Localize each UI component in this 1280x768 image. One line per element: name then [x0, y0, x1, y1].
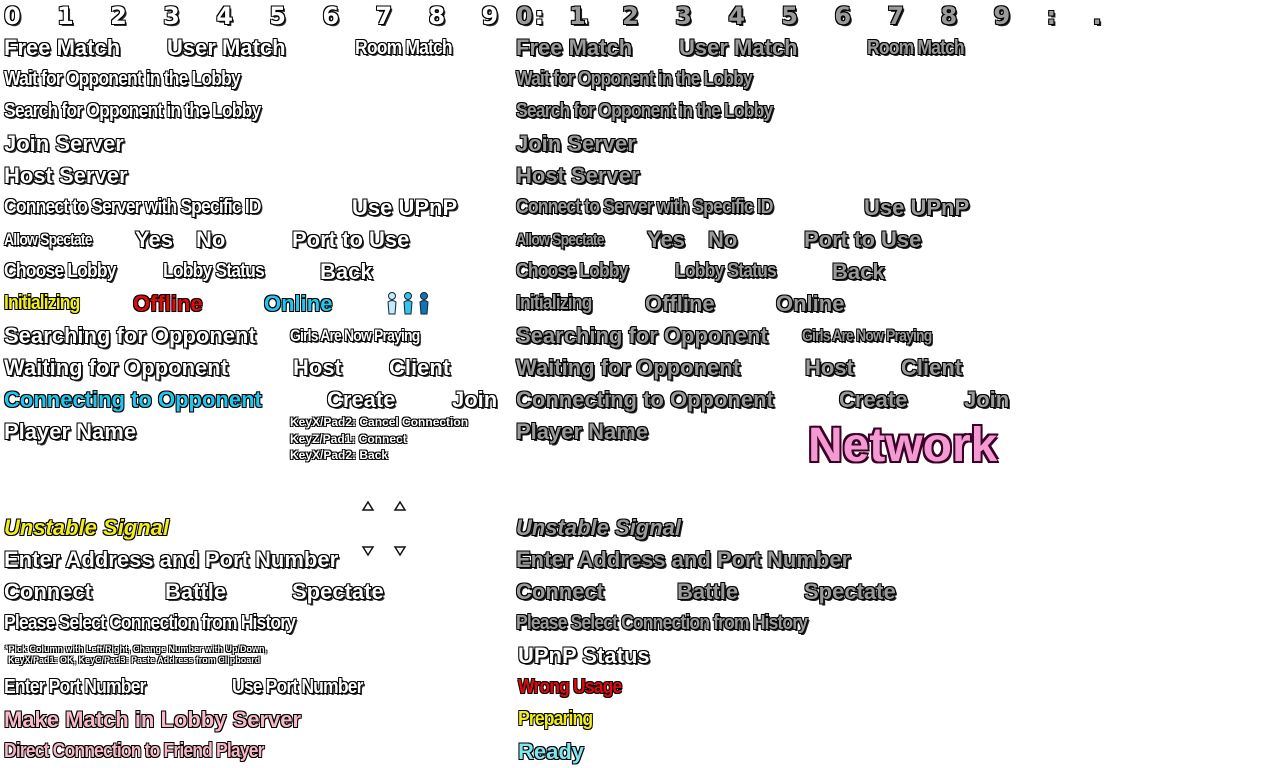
connect-specific-id-label[interactable]: Connect to Server with Specific ID [3, 196, 262, 218]
wait-lobby-label[interactable]: Wait for Opponent in the Lobby [3, 68, 241, 90]
searching-opponent-label-grey: Searching for Opponent [515, 323, 768, 348]
select-history-label-grey: Please Select Connection from History [515, 612, 808, 634]
upnp-status-label: UPnP Status [517, 643, 650, 668]
status-online: Online [264, 291, 333, 316]
battle-label-grey[interactable]: Battle [676, 579, 739, 604]
join-server-label-grey[interactable]: Join Server [515, 131, 636, 156]
connecting-opponent-label-grey: Connecting to Opponent [515, 387, 774, 412]
input-hint-line2: KeyX/Pad1: OK, KeyC/Pad3: Paste Address … [8, 655, 261, 665]
room-match-label-grey[interactable]: Room Match [866, 37, 965, 59]
battle-label[interactable]: Battle [164, 579, 227, 604]
input-hint-line1: *Pick Column with Left/Right, Change Num… [5, 644, 267, 654]
no-option[interactable]: No [195, 227, 226, 252]
connect-specific-id-label-grey[interactable]: Connect to Server with Specific ID [515, 196, 774, 218]
network-logo: Network [807, 419, 998, 472]
back-label[interactable]: Back [319, 259, 373, 284]
client-label[interactable]: Client [388, 355, 451, 380]
create-label[interactable]: Create [326, 387, 396, 412]
allow-spectate-label: Allow Spectate [4, 230, 93, 249]
key-back-hint: KeyX/Pad2: Back [290, 448, 389, 462]
enter-address-label-grey: Enter Address and Port Number [515, 547, 851, 572]
user-match-label-grey[interactable]: User Match [678, 35, 798, 60]
free-match-label-grey[interactable]: Free Match [515, 35, 633, 60]
use-upnp-label[interactable]: Use UPnP [351, 195, 458, 220]
lobby-status-label-grey: Lobby Status [674, 260, 777, 282]
digit-glyphs: 0 1 2 3 4 5 6 7 8 9 : . [3, 2, 604, 30]
room-match-label[interactable]: Room Match [354, 37, 453, 59]
free-match-label[interactable]: Free Match [3, 35, 121, 60]
upnp-ready: Ready [518, 739, 585, 764]
girls-praying-label: Girls Are Now Praying [290, 326, 421, 345]
join-label-grey[interactable]: Join [963, 387, 1010, 412]
spectate-label-grey[interactable]: Spectate [803, 579, 896, 604]
arrow-up-icon [393, 500, 407, 511]
upnp-preparing: Preparing [518, 708, 593, 730]
create-label-grey[interactable]: Create [838, 387, 908, 412]
status-offline-grey: Offline [644, 291, 715, 316]
enter-address-label: Enter Address and Port Number [3, 547, 339, 572]
yes-option[interactable]: Yes [134, 227, 173, 252]
direct-connection-label[interactable]: Direct Connection to Friend Player [4, 740, 264, 762]
yes-option-grey[interactable]: Yes [646, 227, 685, 252]
arrow-up-icon [361, 500, 375, 511]
key-connect-hint: KeyZ/Pad1: Connect [290, 432, 407, 446]
use-upnp-label-grey[interactable]: Use UPnP [863, 195, 970, 220]
make-match-lobby-label[interactable]: Make Match in Lobby Server [4, 707, 302, 732]
unstable-signal-label: Unstable Signal [4, 515, 170, 540]
unstable-signal-label-grey: Unstable Signal [515, 515, 682, 540]
enter-port-label: Enter Port Number [3, 676, 146, 698]
lobby-status-label: Lobby Status [162, 260, 265, 282]
connecting-opponent-label: Connecting to Opponent [4, 387, 262, 412]
choose-lobby-label[interactable]: Choose Lobby [3, 260, 117, 282]
join-server-label[interactable]: Join Server [3, 131, 124, 156]
client-label-grey[interactable]: Client [900, 355, 963, 380]
waiting-opponent-label-grey: Waiting for Opponent [515, 355, 741, 380]
status-initializing-grey: Initializing [515, 292, 592, 314]
host-label[interactable]: Host [292, 355, 342, 380]
waiting-opponent-label: Waiting for Opponent [3, 355, 229, 380]
choose-lobby-label-grey[interactable]: Choose Lobby [515, 260, 629, 282]
player-connected-icon [419, 292, 429, 315]
player-active-icon [403, 292, 413, 315]
arrow-down-icon [393, 546, 407, 557]
upnp-wrong-usage: Wrong Usage [518, 676, 622, 698]
back-label-grey[interactable]: Back [831, 259, 885, 284]
spectate-label[interactable]: Spectate [291, 579, 384, 604]
host-server-label[interactable]: Host Server [3, 163, 128, 188]
port-to-use-label-grey[interactable]: Port to Use [803, 227, 922, 252]
use-port-label[interactable]: Use Port Number [231, 676, 364, 698]
host-server-label-grey[interactable]: Host Server [515, 163, 640, 188]
port-to-use-label[interactable]: Port to Use [291, 227, 410, 252]
status-initializing: Initializing [4, 292, 80, 314]
select-history-label: Please Select Connection from History [3, 612, 296, 634]
search-lobby-label-grey[interactable]: Search for Opponent in the Lobby [515, 100, 773, 122]
user-match-label[interactable]: User Match [166, 35, 286, 60]
status-offline: Offline [133, 291, 203, 316]
connect-label-grey[interactable]: Connect [515, 579, 604, 604]
girls-praying-label-grey: Girls Are Now Praying [802, 326, 933, 345]
player-name-label: Player Name [3, 419, 137, 444]
host-label-grey[interactable]: Host [804, 355, 854, 380]
digit-glyphs-grey: 0 1 2 3 4 5 6 7 8 9 : . [515, 2, 1116, 30]
connect-label[interactable]: Connect [3, 579, 92, 604]
wait-lobby-label-grey[interactable]: Wait for Opponent in the Lobby [515, 68, 753, 90]
search-lobby-label[interactable]: Search for Opponent in the Lobby [3, 100, 261, 122]
key-cancel-hint: KeyX/Pad2: Cancel Connection [290, 415, 469, 429]
player-name-label-grey: Player Name [515, 419, 649, 444]
player-idle-icon [387, 292, 397, 315]
allow-spectate-label-grey: Allow Spectate [516, 230, 605, 249]
status-online-grey: Online [775, 291, 845, 316]
no-option-grey[interactable]: No [707, 227, 738, 252]
arrow-down-icon [361, 546, 375, 557]
searching-opponent-label: Searching for Opponent [3, 323, 256, 348]
join-label[interactable]: Join [451, 387, 498, 412]
